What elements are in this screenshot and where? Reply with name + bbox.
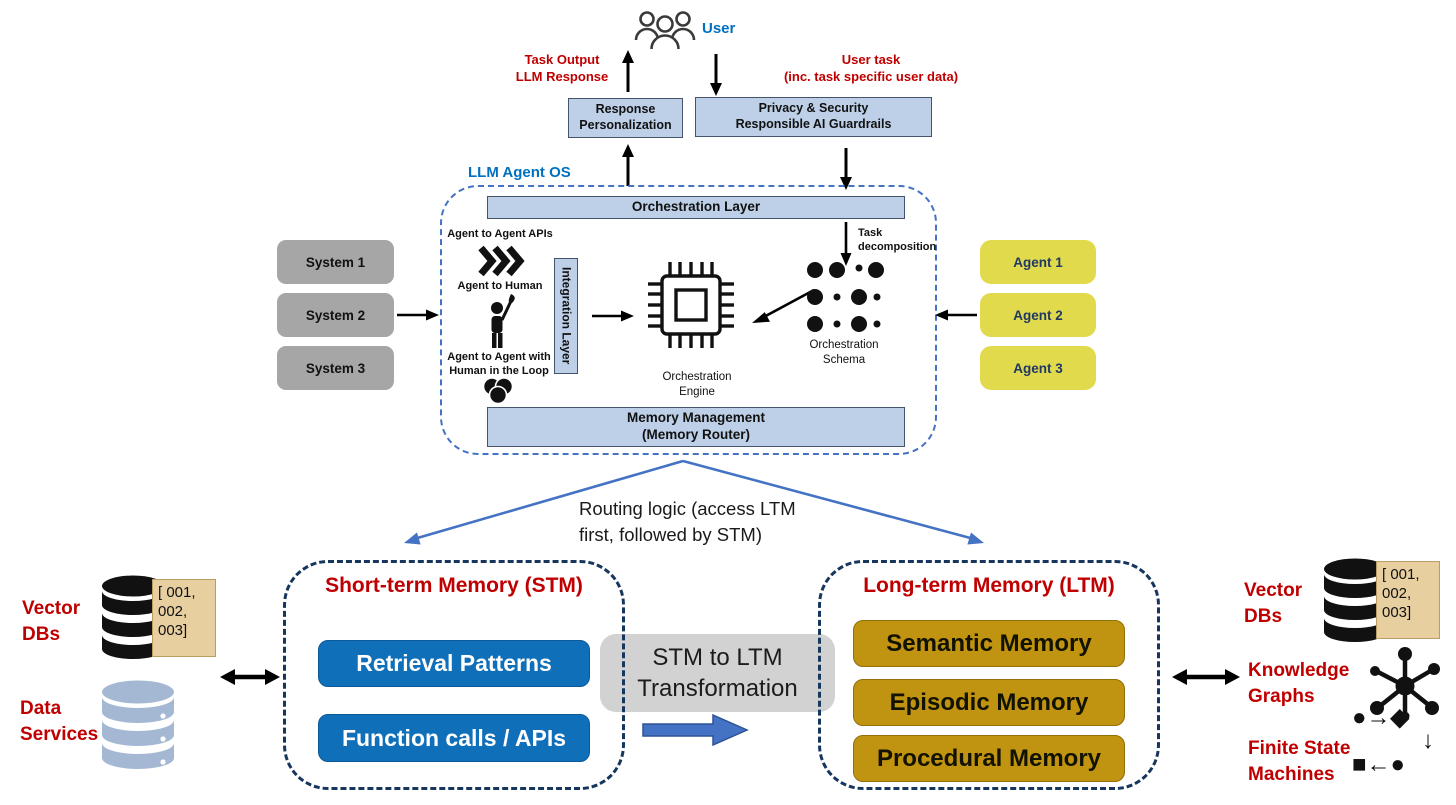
right-vector-card: [ 001, 002, 003] [1376, 561, 1440, 639]
agent-to-human-label: Agent to Human [457, 280, 543, 292]
privacy-guardrails-box: Privacy & Security Responsible AI Guardr… [695, 97, 932, 137]
stm-item-retrieval-patterns: Retrieval Patterns [318, 640, 590, 687]
stm-title: Short-term Memory (STM) [325, 574, 583, 597]
llm-agent-os-label: LLM Agent OS [468, 164, 571, 181]
data-services-label: Data Services [20, 698, 99, 745]
arrow-down-privacy [836, 146, 856, 192]
agent-1-box: Agent 1 [980, 240, 1096, 284]
data-services-db-icon [100, 678, 176, 774]
orchestration-schema-label: Orchestration Schema [809, 339, 879, 366]
right-double-arrow [1170, 662, 1242, 692]
left-vector-db-icon [100, 573, 166, 665]
left-vector-card: [ 001, 002, 003] [152, 579, 216, 657]
agent-3-box: Agent 3 [980, 346, 1096, 390]
ltm-item-semantic-memory: Semantic Memory [853, 620, 1125, 667]
right-vector-dbs-label: Vector DBs [1244, 580, 1303, 627]
user-label: User [702, 20, 736, 37]
integration-layer-label: Integration Layer [559, 267, 574, 365]
venn-circles-icon [478, 377, 518, 405]
arrow-up-response [618, 142, 638, 188]
stm-to-ltm-block-arrow [641, 712, 751, 748]
memory-management-bar: Memory Management (Memory Router) [487, 407, 905, 447]
agent-to-agent-human-loop-label: Agent to Agent with Human in the Loop [447, 351, 551, 378]
system-1-box: System 1 [277, 240, 394, 284]
system-2-box: System 2 [277, 293, 394, 337]
ltm-item-procedural-memory: Procedural Memory [853, 735, 1125, 782]
stm-to-ltm-transformation-box: STM to LTM Transformation [600, 634, 835, 712]
routing-logic-label: Routing logic (access LTM first, followe… [579, 498, 796, 545]
person-with-flag-icon [478, 292, 520, 350]
user-task-label: User task (inc. task specific user data) [783, 52, 959, 84]
task-output-label: Task Output LLM Response [515, 52, 609, 84]
chip-icon [645, 258, 737, 362]
stm-boundary [283, 560, 625, 790]
routing-fork-arrows [398, 455, 990, 551]
fsm-row-1: ●→◆ [1352, 704, 1409, 731]
system-3-box: System 3 [277, 346, 394, 390]
chevrons-icon [477, 245, 525, 277]
left-vector-dbs-label: Vector DBs [22, 598, 81, 645]
task-decomposition-label: Task decomposition [858, 227, 937, 254]
orchestration-layer-bar: Orchestration Layer [487, 196, 905, 219]
orchestration-engine-label: Orchestration Engine [662, 371, 732, 398]
user-group-icon [632, 8, 698, 52]
right-vector-db-icon [1322, 556, 1388, 648]
fsm-row-3: ■←● [1352, 750, 1405, 778]
left-double-arrow [218, 662, 282, 692]
knowledge-graphs-label: Knowledge Graphs [1248, 660, 1350, 707]
arrow-down-user-task [706, 52, 726, 98]
arrow-right-to-engine [590, 306, 636, 326]
arrow-agents-to-os [933, 305, 979, 325]
ltm-title: Long-term Memory (LTM) [863, 574, 1115, 597]
arrow-up-task-output [618, 48, 638, 94]
ltm-boundary [818, 560, 1160, 790]
finite-state-machine-icon: ●→◆ ↓ ■←● [1352, 706, 1442, 777]
stm-item-function-calls: Function calls / APIs [318, 714, 590, 762]
finite-state-machines-label: Finite State Machines [1248, 738, 1351, 785]
response-personalization-box: Response Personalization [568, 98, 683, 138]
knowledge-graph-icon [1362, 642, 1448, 728]
agent-2-box: Agent 2 [980, 293, 1096, 337]
llm-agent-os-boundary [440, 185, 937, 455]
fsm-row-2: ↓ [1422, 727, 1434, 754]
agent-to-agent-apis-label: Agent to Agent APIs [447, 228, 553, 240]
integration-layer-bar: Integration Layer [554, 258, 578, 374]
arrow-down-task-decomposition [836, 220, 856, 268]
arrow-schema-to-engine [742, 284, 820, 332]
arrow-systems-to-os [395, 305, 441, 325]
orchestration-schema-dots-icon [803, 258, 885, 336]
ltm-item-episodic-memory: Episodic Memory [853, 679, 1125, 726]
